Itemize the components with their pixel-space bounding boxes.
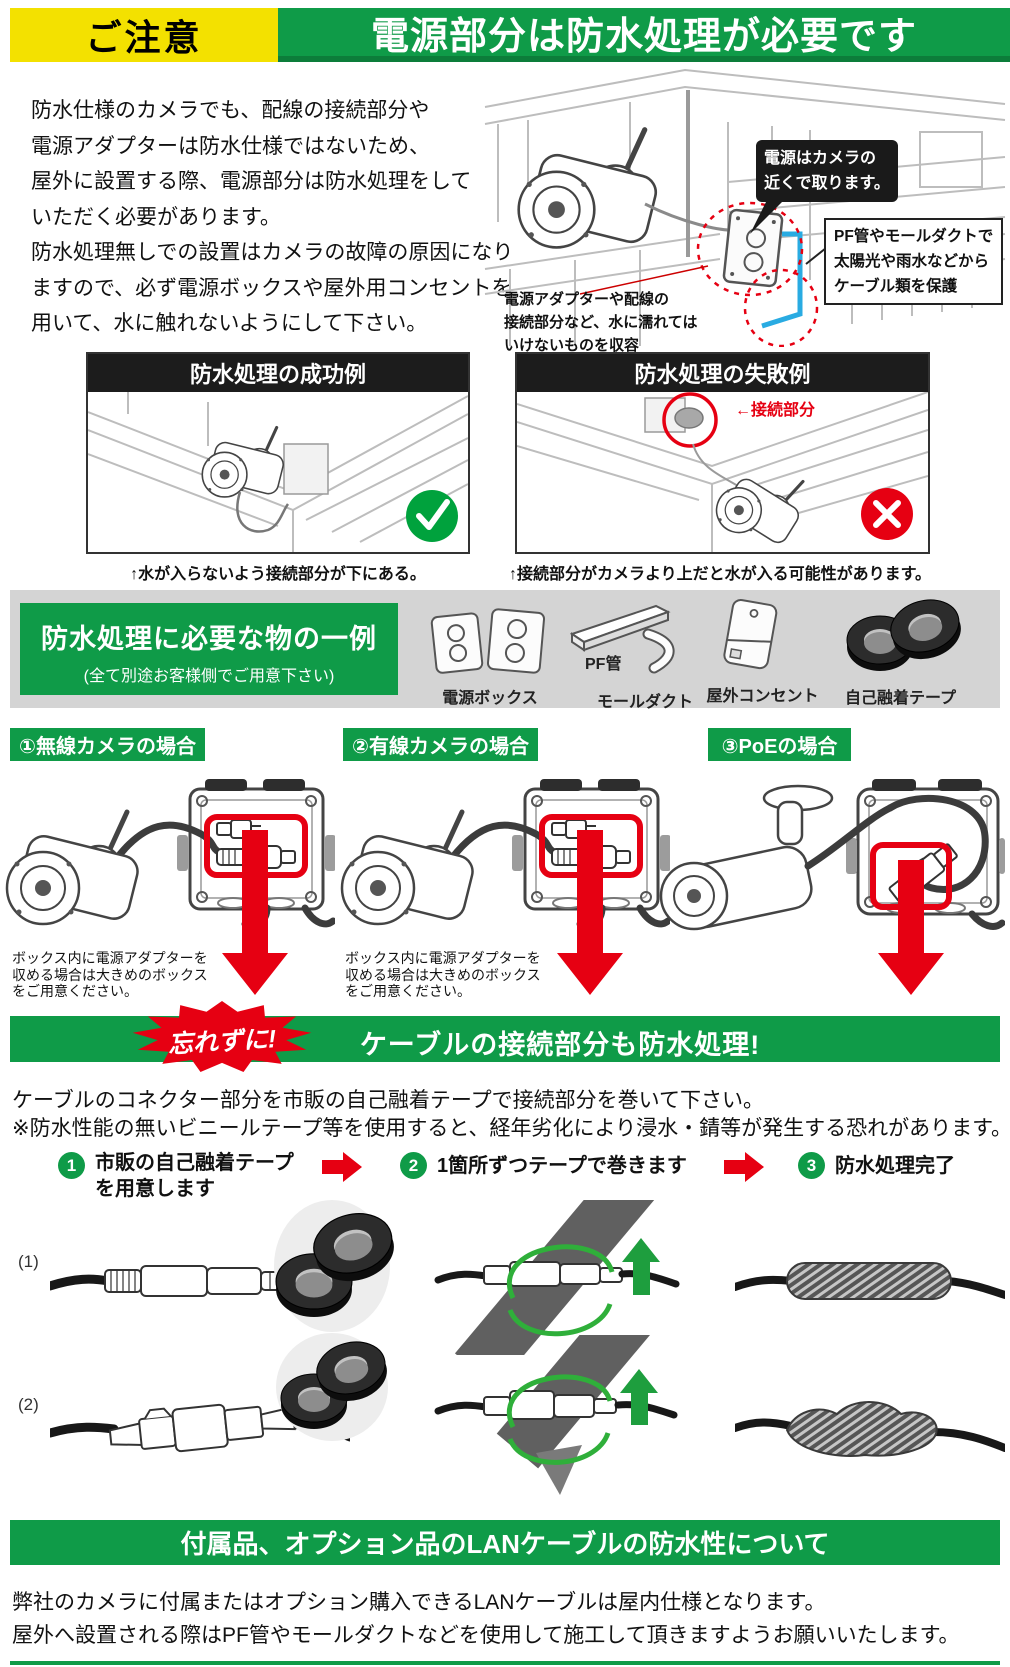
reminder-title: ケーブルの接続部分も防水処理! [359,1030,761,1060]
power-near-camera-bubble: 電源はカメラの 近くで取ります。 [756,140,898,202]
step3-label: 防水処理完了 [835,1155,955,1177]
power-box-label: 電源ボックス [442,690,538,707]
case-wireless-header: ①無線カメラの場合 [10,728,205,761]
power-box-note-line: 接続部分など、水に濡れては [504,314,698,331]
case-poe-illustration [659,779,1005,931]
notice-badge: ご注意 [10,8,278,62]
row2-tape-rolls-icon [276,1333,394,1441]
row1-finished-illustration [735,1262,1005,1300]
materials-subtitle: (全て別途お客様側でご用意下さい) [83,668,335,685]
materials-title: 防水処理に必要な物の一例 [41,624,377,654]
case-wireless-note: ボックス内に電源アダプターを 収める場合は大きめのボックス をご用意ください。 [12,950,208,1000]
fusing-tape-label: 自己融着テープ [844,690,957,707]
power-box-icon [430,608,546,674]
note-line: 収める場合は大きめのボックス [12,966,208,983]
fail-example-title: 防水処理の失敗例 [517,354,928,392]
footer-paragraph: 弊社のカメラに付属またはオプション購入できるLANケーブルは屋内仕様となります。… [12,1586,959,1652]
materials-header: 防水処理に必要な物の一例 (全て別途お客様側でご用意下さい) [20,603,398,695]
pf-pipe-label: PF管 [585,656,622,673]
pf-duct-callout: PF管やモールダクトで 太陽光や雨水などから ケーブル類を保護 [824,218,1004,305]
power-box-note-line: 電源アダプターや配線の [504,291,670,308]
row2-finished-illustration [735,1401,1005,1457]
step1-number: 1 [58,1152,85,1179]
fail-caption: ↑接続部分がカメラより上だと水が入る可能性があります。 [508,566,932,583]
case-wireless-arrow-icon [222,830,288,995]
callout-line: ケーブル類を保護 [834,278,958,295]
note-line: ボックス内に電源アダプターを [345,950,541,966]
success-illustration [88,392,468,552]
intro-line: ますので、必ず電源ボックスや屋外用コンセントを [31,276,513,300]
row2-connector-illustration [50,1403,350,1453]
case-wired-note: ボックス内に電源アダプターを 収める場合は大きめのボックス をご用意ください。 [345,950,541,1000]
note-line: をご用意ください。 [345,983,471,999]
row2-wrapping-illustration [434,1335,678,1495]
intro-line: 電源アダプターは防水仕様ではないため、 [31,134,430,158]
case-wired-header: ②有線カメラの場合 [343,728,538,761]
mole-duct-label: モールダクト [596,694,693,711]
intro-line: いただく必要があります。 [31,205,281,229]
row1-label: (1) [18,1252,39,1271]
step2-label: 1箇所ずつテープで巻きます [437,1155,687,1177]
headline-bar: 電源部分は防水処理が必要です [278,8,1010,62]
intro-line: 防水仕様のカメラでも、配線の接続部分や [31,99,430,122]
row1-wrapping-illustration [434,1200,680,1355]
fail-annotation: ←接続部分 [735,402,816,419]
intro-line: 防水処理無しでの設置はカメラの故障の原因になり [31,241,514,264]
row1-tape-rolls-icon [274,1200,402,1332]
intro-line: 用いて、水に触れないようにして下さい。 [31,312,428,335]
materials-band: 防水処理に必要な物の一例 (全て別途お客様側でご用意下さい) [10,590,1000,711]
row2-label: (2) [18,1395,39,1414]
success-example-box: 防水処理の成功例 [86,352,470,554]
step-arrow-icon [724,1152,764,1182]
footer-title: 付属品、オプション品のLANケーブルの防水性について [180,1529,830,1559]
step1-num-text: 1 [66,1155,77,1175]
intro-line: 屋外に設置する際、電源部分は防水処理をして [31,170,472,193]
note-line: 収める場合は大きめのボックス [345,966,541,983]
success-caption: ↑水が入らないよう接続部分が下にある。 [130,566,426,583]
step1-label: 市販の自己融着テープ を用意します [95,1150,294,1202]
callout-line: PF管やモールダクトで [834,228,994,245]
reminder-badge-burst [132,1001,312,1072]
wrap-instruction: ケーブルのコネクター部分を市販の自己融着テープで接続部分を巻いて下さい。 [12,1089,765,1112]
step2-number: 2 [400,1152,427,1179]
footer-line: 弊社のカメラに付属またはオプション購入できるLANケーブルは屋内仕様となります。 [12,1591,826,1614]
power-box-note: 電源アダプターや配線の 接続部分など、水に濡れては いけないものを収容 [504,288,698,357]
pf-duct-icon [570,604,675,674]
step3-num-text: 3 [806,1155,817,1175]
fail-example-box: 防水処理の失敗例 ←接続部分 [515,352,930,554]
note-line: をご用意ください。 [12,983,138,999]
footer-line: 屋外へ設置される際はPF管やモールダクトなどを使用して施工して頂きますようお願い… [12,1624,960,1647]
case-poe-header: ③PoEの場合 [708,728,851,761]
outdoor-outlet-label: 屋外コンセント [706,688,819,705]
step2-num-text: 2 [408,1155,419,1175]
tape-warning: ※防水性能の無いビニールテープ等を使用すると、経年劣化により浸水・錆等が発生する… [12,1117,1010,1140]
bubble-line: 近くで取ります。 [764,175,890,192]
step-arrow-icon [322,1152,362,1182]
step1-line: を用意します [95,1178,215,1200]
case-poe-arrow-icon [878,860,944,995]
case-wireless-title: ①無線カメラの場合 [19,736,196,758]
case-wired-title: ②有線カメラの場合 [352,736,529,758]
fusing-tape-icon [846,592,968,672]
case-poe-title: ③PoEの場合 [721,736,838,758]
step1-line: 市販の自己融着テープ [95,1152,294,1174]
page-title: 電源部分は防水処理が必要です [370,15,917,58]
house-scene: 電源はカメラの 近くで取ります。 PF管やモールダクトで 太陽光や雨水などから … [480,62,1010,354]
fail-illustration [517,392,928,552]
notice-label: ご注意 [85,17,203,58]
footer-divider [10,1661,1000,1665]
bubble-line: 電源はカメラの [764,150,877,167]
case-wired-arrow-icon [557,830,623,995]
outdoor-outlet-icon [723,598,778,670]
success-example-title: 防水処理の成功例 [88,354,468,392]
footer-bar: 付属品、オプション品のLANケーブルの防水性について [10,1520,1000,1565]
power-box-note-line: いけないものを収容 [504,337,640,354]
intro-paragraph: 防水仕様のカメラでも、配線の接続部分や 電源アダプターは防水仕様ではないため、 … [31,93,513,342]
note-line: ボックス内に電源アダプターを [12,950,208,966]
callout-line: 太陽光や雨水などから [834,253,990,270]
step3-number: 3 [798,1152,825,1179]
